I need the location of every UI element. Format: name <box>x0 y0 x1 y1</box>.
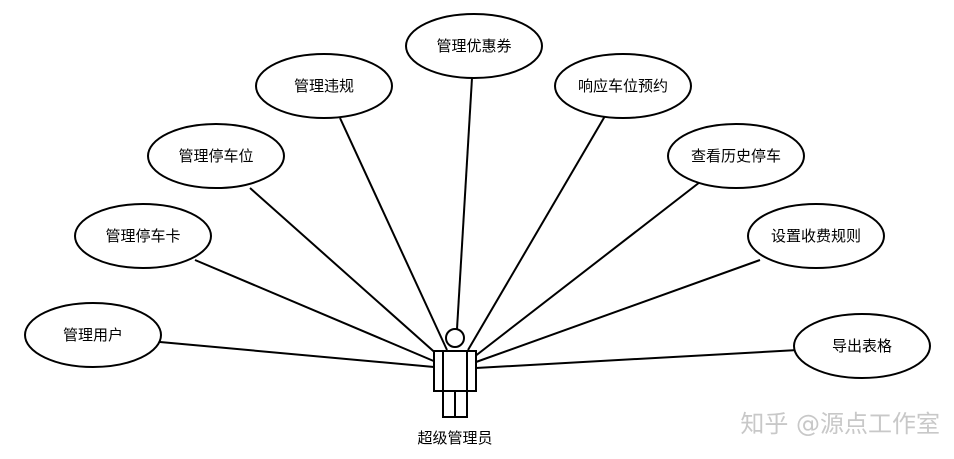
actor-head-icon <box>445 328 465 348</box>
use-case-label: 管理用户 <box>63 326 123 344</box>
actor-right-leg <box>454 390 468 418</box>
assoc-export-table <box>475 349 799 369</box>
use-case-manage-parking-card[interactable]: 管理停车卡 <box>74 203 212 269</box>
assoc-manage-parking-spot <box>249 187 441 358</box>
actor-super-admin[interactable]: 超级管理员 <box>417 328 493 447</box>
actor-right-arm <box>466 350 477 392</box>
use-case-label: 导出表格 <box>832 337 892 355</box>
use-case-manage-coupons[interactable]: 管理优惠券 <box>405 13 543 79</box>
use-case-export-table[interactable]: 导出表格 <box>793 313 931 379</box>
actor-label: 超级管理员 <box>417 429 492 447</box>
actor-left-leg <box>442 390 456 418</box>
use-case-manage-violations[interactable]: 管理违规 <box>255 53 393 119</box>
assoc-manage-users <box>159 341 435 368</box>
actor-left-arm <box>433 350 444 392</box>
assoc-respond-reservation <box>467 115 606 351</box>
use-case-respond-reservation[interactable]: 响应车位预约 <box>554 53 692 119</box>
assoc-manage-violations <box>339 117 448 351</box>
use-case-label: 管理停车位 <box>178 147 253 165</box>
watermark: 知乎 @源点工作室 <box>740 410 940 438</box>
use-case-label: 设置收费规则 <box>771 227 861 245</box>
use-case-view-parking-history[interactable]: 查看历史停车 <box>667 123 805 189</box>
use-case-label: 查看历史停车 <box>691 147 781 165</box>
use-case-set-fee-rules[interactable]: 设置收费规则 <box>747 203 885 269</box>
use-case-label: 管理优惠券 <box>436 37 511 55</box>
use-case-label: 管理停车卡 <box>105 227 180 245</box>
use-case-manage-users[interactable]: 管理用户 <box>24 302 162 368</box>
associations <box>159 77 799 369</box>
assoc-set-fee-rules <box>475 259 761 363</box>
assoc-manage-coupons <box>456 77 473 330</box>
assoc-manage-parking-card <box>194 259 437 363</box>
use-case-manage-parking-spot[interactable]: 管理停车位 <box>147 123 285 189</box>
use-case-label: 管理违规 <box>294 77 354 95</box>
actor-body <box>442 350 468 392</box>
assoc-view-parking-history <box>473 181 701 358</box>
use-case-label: 响应车位预约 <box>578 77 668 95</box>
